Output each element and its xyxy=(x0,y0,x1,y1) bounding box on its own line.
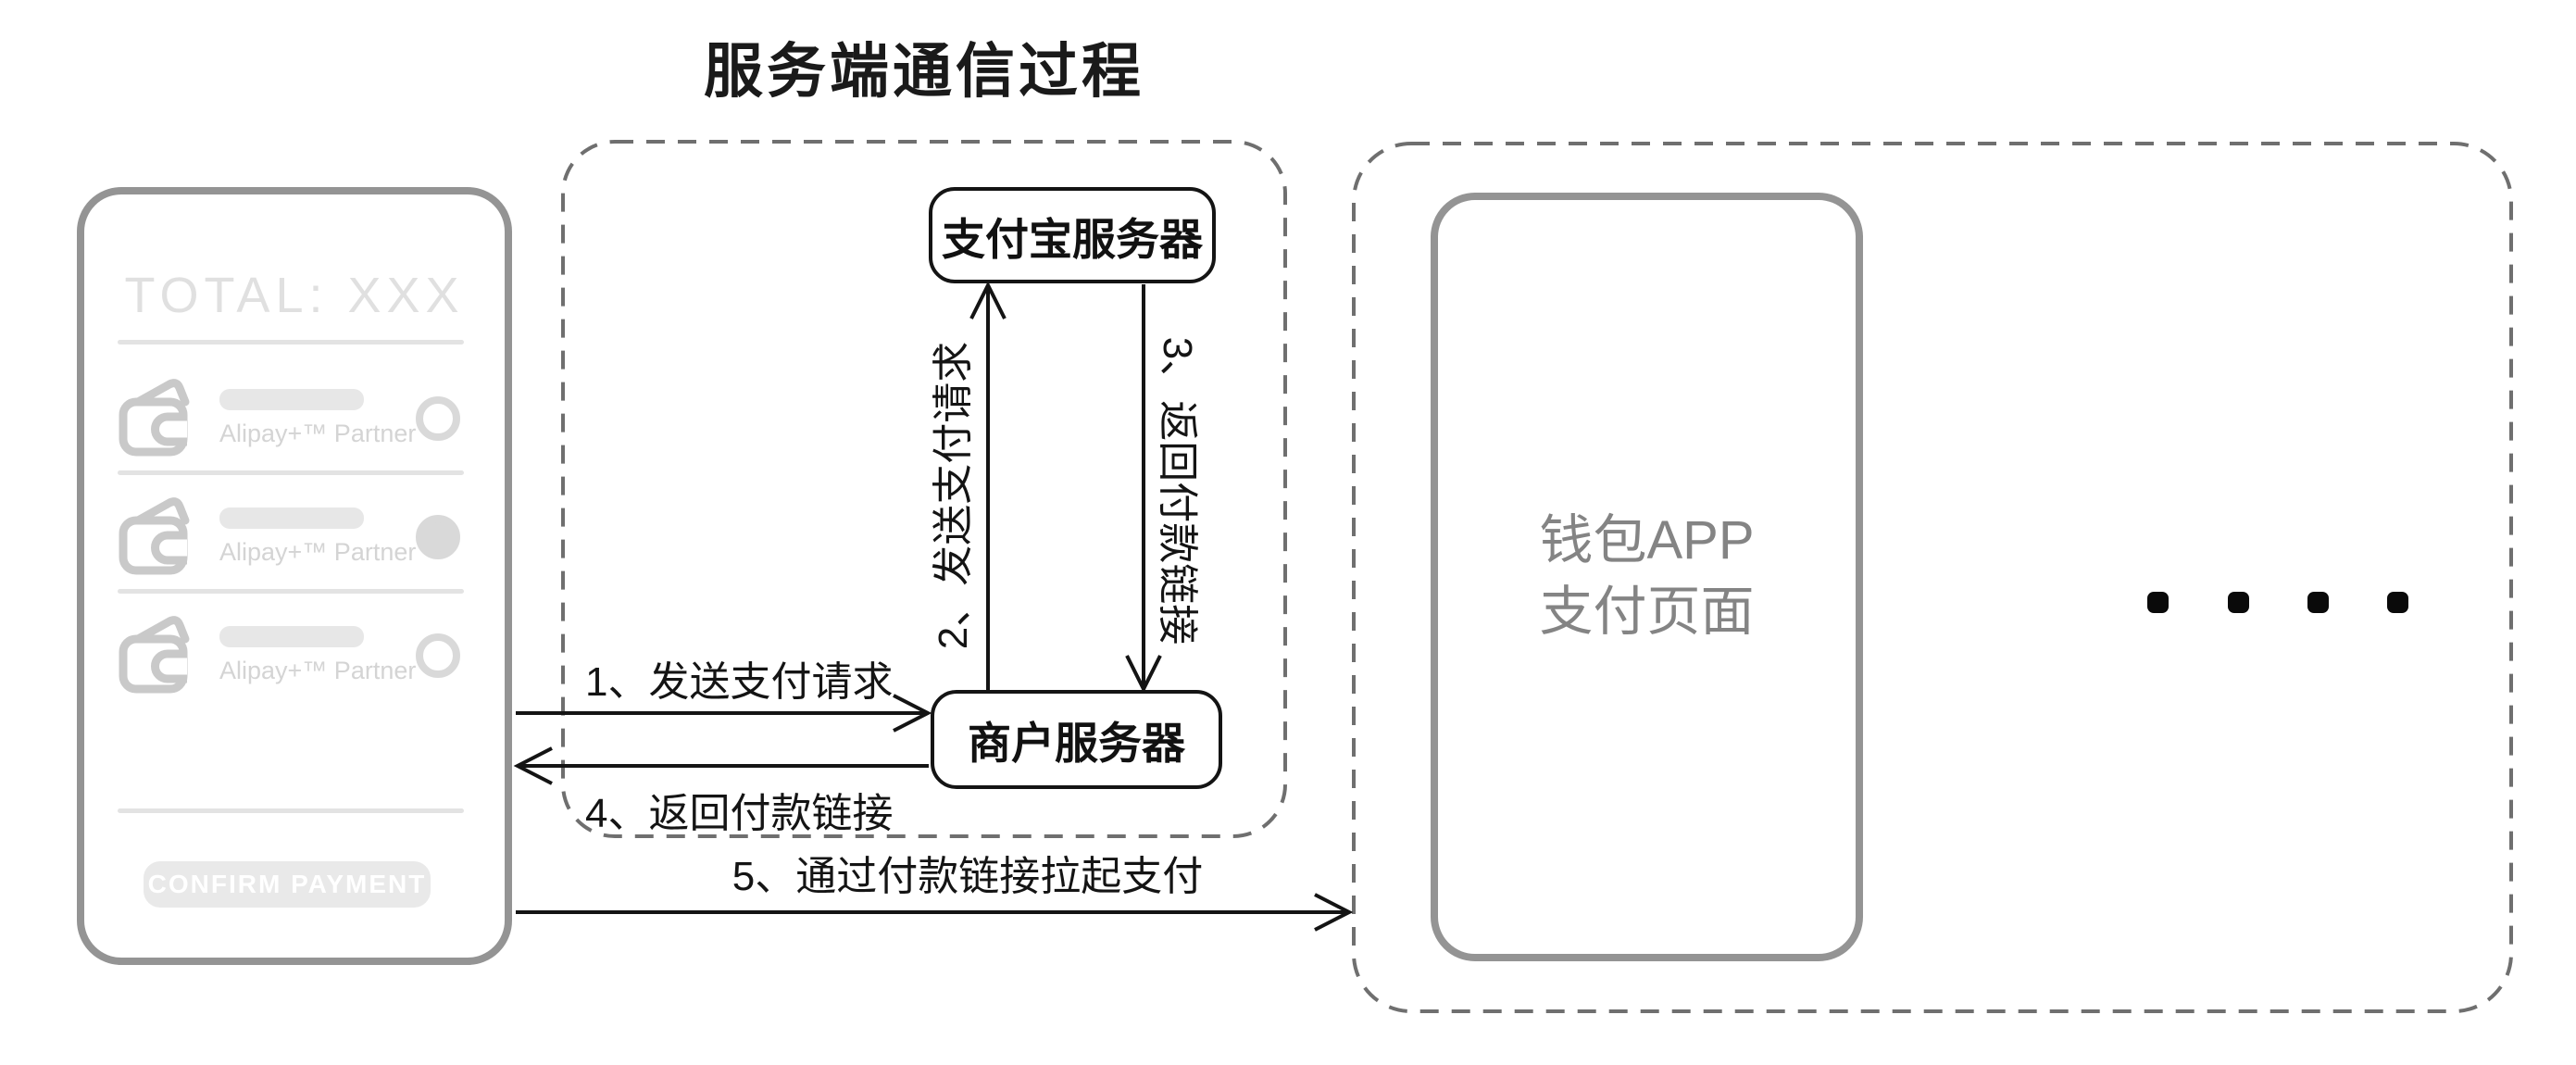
ellipsis-dot xyxy=(2147,592,2169,613)
payment-name-placeholder-bar xyxy=(219,507,364,529)
partner-label: Alipay+™ Partner xyxy=(219,538,417,566)
arrow-step5 xyxy=(516,893,1354,932)
ellipsis-dot xyxy=(2387,592,2408,613)
arrow-step1 xyxy=(516,694,932,733)
payment-option-info: Alipay+™ Partner xyxy=(219,507,417,567)
confirm-payment-button[interactable]: CONFIRM PAYMENT xyxy=(144,861,431,908)
arrow-step2 xyxy=(969,281,1007,690)
ellipsis-dot xyxy=(2228,592,2249,613)
wallet-app-label: 钱包APP 支付页面 xyxy=(1539,506,1754,647)
divider xyxy=(118,808,464,813)
wallet-phone-frame: 钱包APP 支付页面 xyxy=(1431,193,1863,961)
radio-selected[interactable] xyxy=(416,515,460,559)
payment-option-row[interactable]: Alipay+™ Partner xyxy=(118,609,464,702)
payment-option-row[interactable]: Alipay+™ Partner xyxy=(118,372,464,465)
ellipsis-dot xyxy=(2307,592,2329,613)
payment-name-placeholder-bar xyxy=(219,626,364,647)
wallet-app-line1: 钱包APP xyxy=(1539,510,1755,571)
checkout-phone-frame: TOTAL: XXX Alipay+™ Partner xyxy=(77,187,512,965)
wallet-icon xyxy=(119,616,190,694)
payment-name-placeholder-bar xyxy=(219,389,364,410)
wallet-icon xyxy=(119,497,190,575)
diagram-title: 服务端通信过程 xyxy=(704,38,1144,105)
payment-option-row[interactable]: Alipay+™ Partner xyxy=(118,491,464,583)
wallet-app-line2: 支付页面 xyxy=(1539,582,1755,642)
payment-option-info: Alipay+™ Partner xyxy=(219,389,417,448)
server-group-dashed-box xyxy=(561,140,1287,838)
step3-label: 3、返回付款链接 xyxy=(1155,336,1200,645)
step4-label: 4、返回付款链接 xyxy=(585,791,894,836)
divider xyxy=(118,340,464,345)
partner-label: Alipay+™ Partner xyxy=(219,657,417,684)
wallet-group-dashed-box xyxy=(1352,142,2513,1013)
step1-label: 1、发送支付请求 xyxy=(585,659,894,705)
step5-label: 5、通过付款链接拉起支付 xyxy=(732,854,1204,899)
divider xyxy=(118,470,464,475)
total-label: TOTAL: XXX xyxy=(124,268,465,323)
partner-label: Alipay+™ Partner xyxy=(219,420,417,447)
step2-label: 2、发送支付请求 xyxy=(931,341,976,650)
radio-unselected[interactable] xyxy=(416,396,460,441)
alipay-server-box: 支付宝服务器 xyxy=(929,187,1216,283)
divider xyxy=(118,589,464,594)
wallet-icon xyxy=(119,379,190,457)
arrow-step3 xyxy=(1125,284,1162,694)
payment-option-info: Alipay+™ Partner xyxy=(219,626,417,685)
arrow-step4 xyxy=(513,746,929,785)
merchant-server-box: 商户服务器 xyxy=(931,690,1222,789)
radio-unselected[interactable] xyxy=(416,633,460,678)
